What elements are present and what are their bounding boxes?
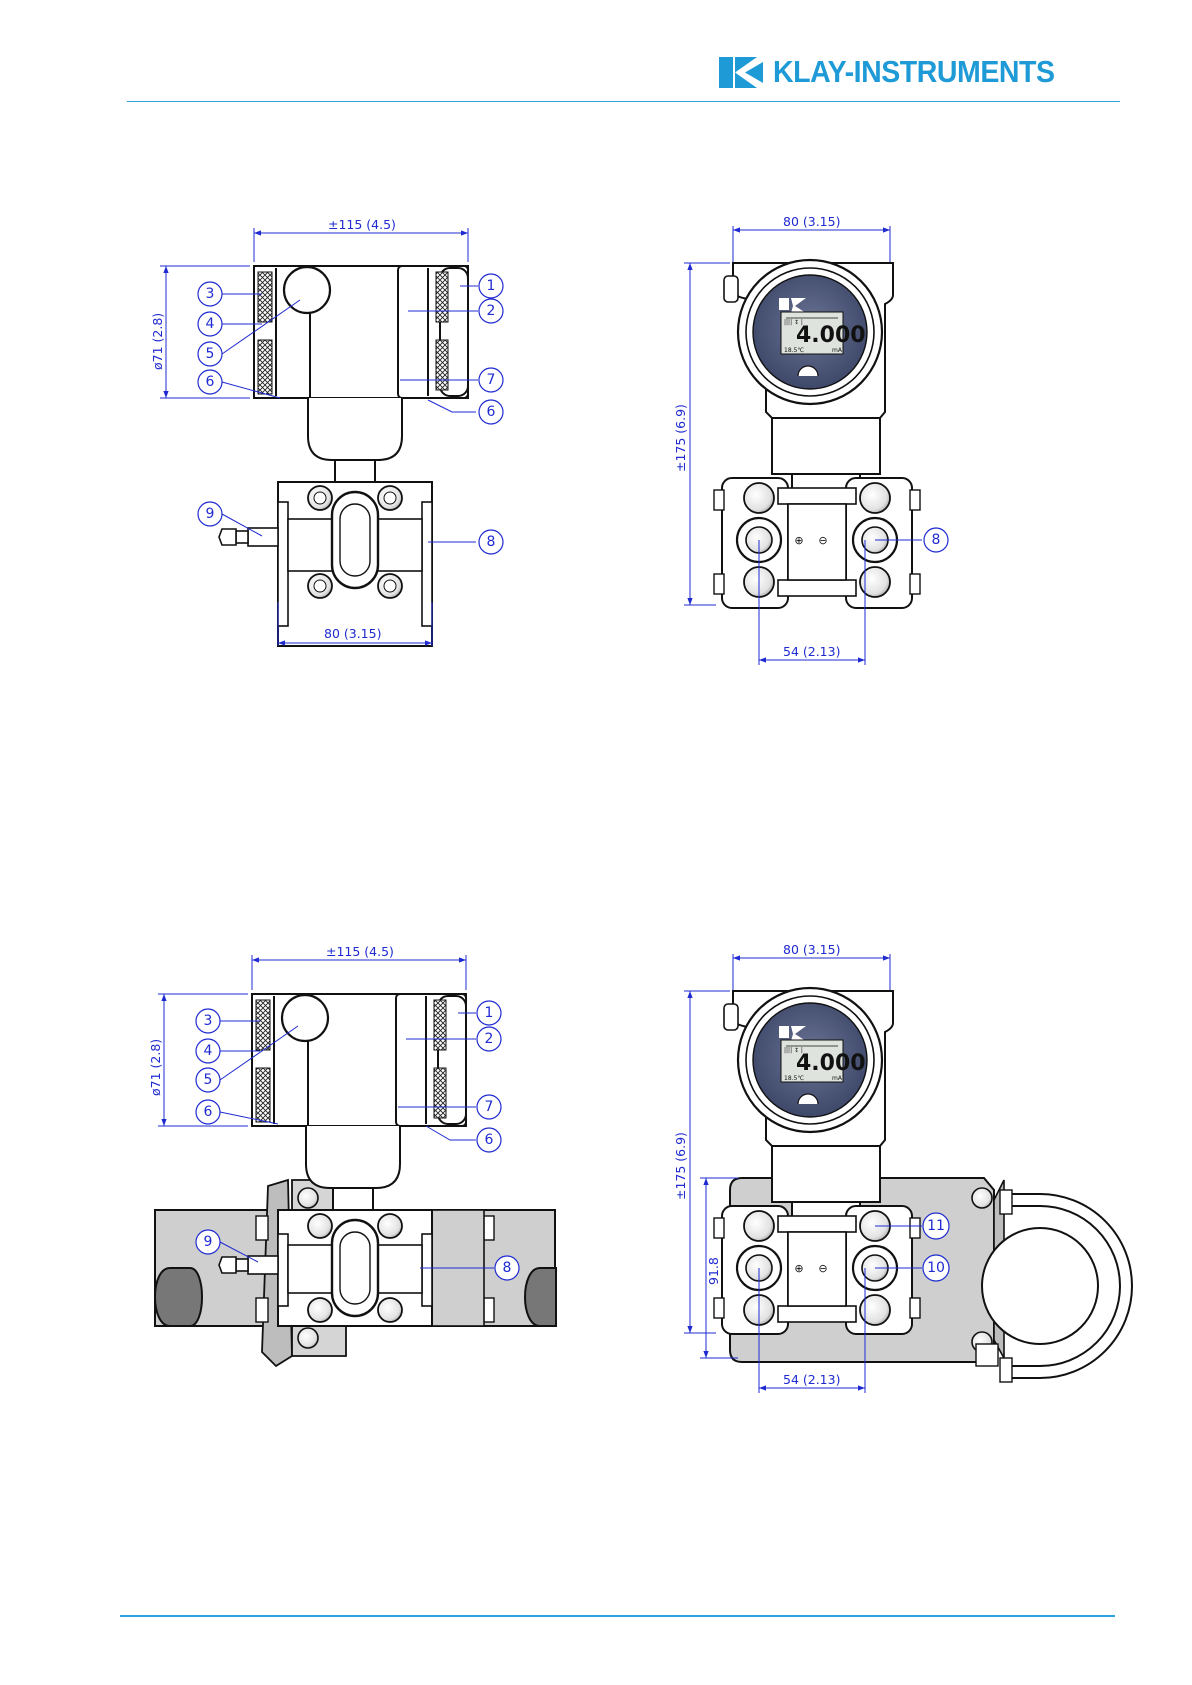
callout-4: 4	[198, 312, 222, 336]
dimension-total-height: ±175 (6.9)	[673, 404, 688, 472]
svg-text:2: 2	[487, 303, 496, 319]
callout-6: 6	[198, 370, 222, 394]
dimension-bracket-height: 91.8	[706, 1257, 721, 1285]
callout-6: 6	[196, 1100, 220, 1124]
callout-2: 2	[477, 1027, 501, 1051]
dimension-total-height-bottom: ±175 (6.9)	[673, 1132, 688, 1200]
callout-2: 2	[479, 299, 503, 323]
side-view-drawing-top	[219, 266, 468, 646]
side-housing-bottom	[252, 994, 466, 1210]
callout-7: 7	[477, 1095, 501, 1119]
svg-text:5: 5	[206, 346, 215, 362]
svg-text:9: 9	[206, 506, 215, 522]
svg-text:6: 6	[487, 404, 496, 420]
svg-text:2: 2	[485, 1031, 494, 1047]
svg-text:3: 3	[204, 1013, 213, 1029]
callout-9: 9	[198, 502, 222, 526]
dimension-front-width: 80 (3.15)	[783, 214, 840, 229]
callout-7: 7	[479, 368, 503, 392]
svg-text:5: 5	[204, 1072, 213, 1088]
svg-text:8: 8	[487, 534, 496, 550]
svg-text:9: 9	[204, 1234, 213, 1250]
callout-5: 5	[198, 342, 222, 366]
svg-text:mA: mA	[832, 347, 843, 354]
dimension-port-spacing-bottom: 54 (2.13)	[783, 1372, 840, 1387]
dimension-flange-width: 80 (3.15)	[324, 626, 381, 641]
svg-text:1: 1	[487, 278, 496, 294]
callout-8: 8	[495, 1256, 519, 1280]
svg-text:6: 6	[485, 1132, 494, 1148]
callout-8: 8	[924, 528, 948, 552]
dimension-port-spacing: 54 (2.13)	[783, 644, 840, 659]
svg-text:mA: mA	[832, 1075, 843, 1082]
callout-1: 1	[477, 1001, 501, 1025]
callout-3: 3	[196, 1009, 220, 1033]
callout-9: 9	[196, 1230, 220, 1254]
svg-text:11: 11	[927, 1218, 945, 1234]
high-side-symbol: ⊕	[794, 534, 803, 547]
svg-text:4.000: 4.000	[796, 1051, 866, 1076]
front-view-drawing-top: |||| ↕ | 4.000 18.5℃ mA ⊕ ⊖	[714, 260, 920, 608]
svg-text:7: 7	[485, 1099, 494, 1115]
callout-3: 3	[198, 282, 222, 306]
svg-text:18.5℃: 18.5℃	[784, 347, 804, 354]
footer-rule	[120, 1615, 1115, 1617]
low-side-symbol: ⊖	[818, 1262, 827, 1275]
svg-text:6: 6	[206, 374, 215, 390]
high-side-symbol: ⊕	[794, 1262, 803, 1275]
svg-text:8: 8	[932, 532, 941, 548]
svg-text:18.5℃: 18.5℃	[784, 1075, 804, 1082]
callout-5: 5	[196, 1068, 220, 1092]
callout-6: 6	[479, 400, 503, 424]
dimension-housing-length: ±115 (4.5)	[328, 217, 396, 232]
svg-text:7: 7	[487, 372, 496, 388]
dimension-front-width-bottom: 80 (3.15)	[783, 942, 840, 957]
callout-4: 4	[196, 1039, 220, 1063]
callout-1: 1	[479, 274, 503, 298]
svg-text:4.000: 4.000	[796, 323, 866, 348]
svg-text:1: 1	[485, 1005, 494, 1021]
callout-6: 6	[477, 1128, 501, 1152]
dimension-housing-diameter-bottom: ø71 (2.8)	[148, 1039, 163, 1096]
callout-8: 8	[479, 530, 503, 554]
svg-text:4: 4	[206, 316, 215, 332]
dimension-housing-length-bottom: ±115 (4.5)	[326, 944, 394, 959]
svg-text:6: 6	[204, 1104, 213, 1120]
low-side-symbol: ⊖	[818, 534, 827, 547]
svg-text:8: 8	[503, 1260, 512, 1276]
dimension-housing-diameter: ø71 (2.8)	[150, 313, 165, 370]
svg-text:3: 3	[206, 286, 215, 302]
svg-text:4: 4	[204, 1043, 213, 1059]
svg-text:10: 10	[927, 1260, 945, 1276]
callout-10: 10	[923, 1255, 949, 1281]
front-view-flange-bottom: ⊕ ⊖	[714, 1206, 920, 1334]
callout-11: 11	[923, 1213, 949, 1239]
